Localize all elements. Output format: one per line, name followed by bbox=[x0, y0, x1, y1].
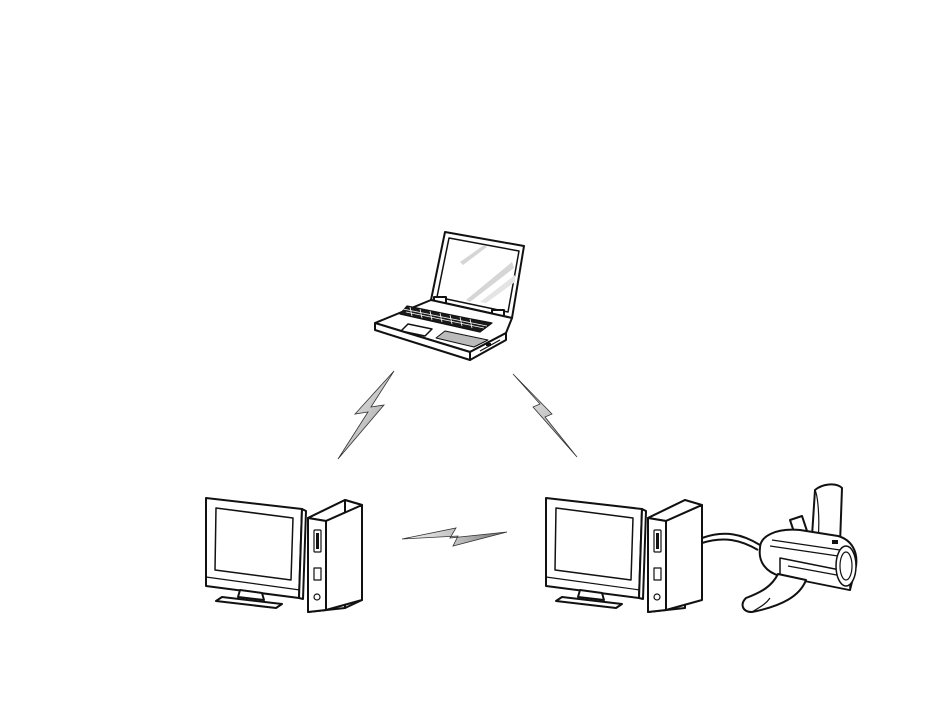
lightning-bolt-icon bbox=[338, 371, 394, 459]
lightning-bolt-icon bbox=[513, 374, 577, 457]
desktop-computer-icon bbox=[546, 498, 702, 612]
printer-icon bbox=[743, 484, 857, 612]
cable-icon bbox=[702, 534, 760, 550]
desktop-computer-icon bbox=[206, 498, 362, 612]
lightning-bolt-icon bbox=[402, 528, 507, 546]
laptop-icon bbox=[375, 232, 524, 360]
